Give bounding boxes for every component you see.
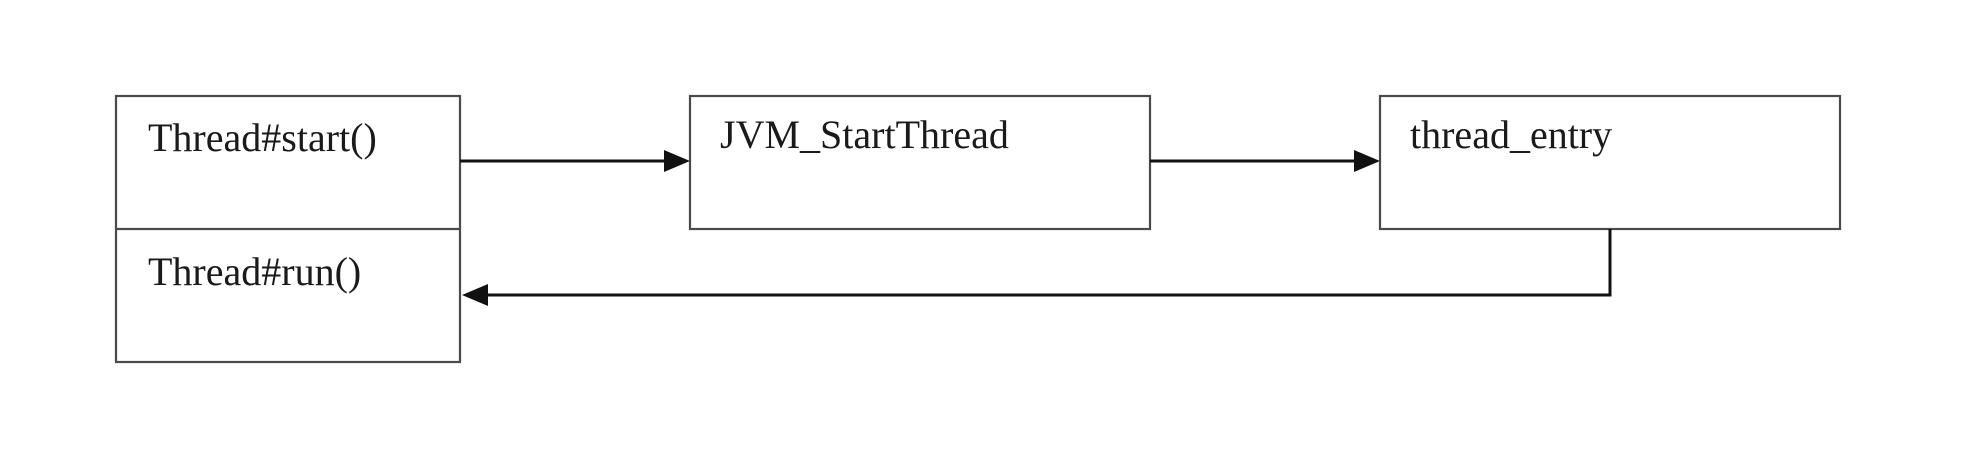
jvm-start-thread-label: JVM_StartThread (720, 112, 1009, 157)
arrow-entry-to-run (462, 229, 1612, 306)
arrow-entry-to-run-head (462, 284, 488, 306)
arrow-jvm-to-entry-head (1354, 150, 1380, 172)
thread-entry-label: thread_entry (1410, 112, 1612, 157)
arrow-entry-to-run-shaft (486, 229, 1612, 297)
thread-start-label: Thread#start() (148, 115, 377, 160)
thread-entry-box: thread_entry (1378, 94, 1842, 231)
jvm-start-thread-box-outline (688, 94, 1152, 231)
thread-run-label: Thread#run() (148, 249, 361, 294)
thread-class-box: Thread#start() Thread#run() (114, 94, 462, 364)
arrow-jvm-to-entry (1150, 150, 1380, 172)
arrow-start-to-jvm-head (664, 150, 690, 172)
jvm-start-thread-box: JVM_StartThread (688, 94, 1152, 231)
arrow-start-to-jvm (460, 150, 690, 172)
